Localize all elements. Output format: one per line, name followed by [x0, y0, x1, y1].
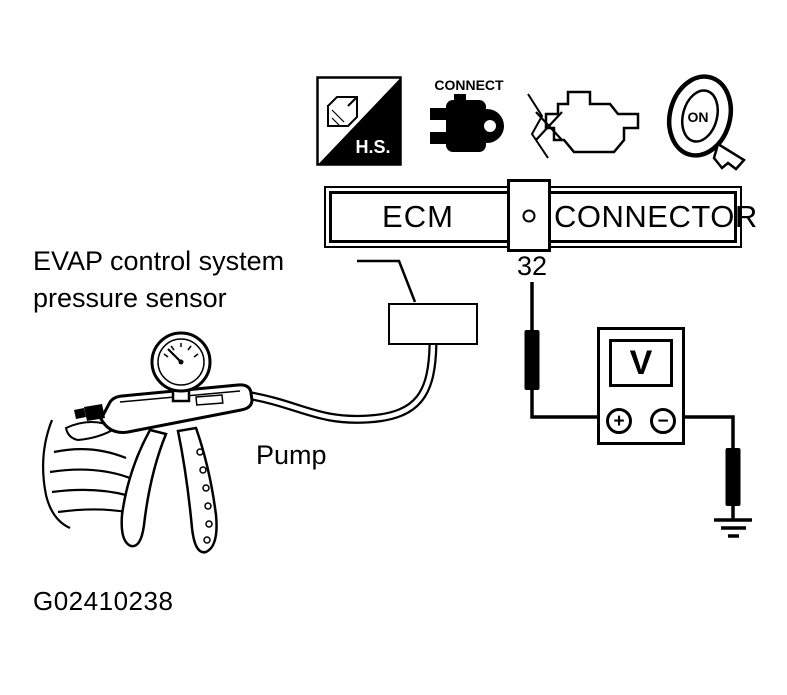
terminal-32-label: 32 — [516, 251, 548, 281]
ignition-key-on-icon: ON — [666, 74, 746, 171]
negative-terminal: − — [650, 408, 676, 434]
pump-grip-handle — [176, 426, 218, 554]
hand-illustration — [42, 419, 137, 530]
positive-terminal: + — [606, 408, 632, 434]
thumb — [64, 421, 119, 442]
pump-trigger-lever — [120, 428, 168, 548]
hs-label: H.S. — [355, 137, 390, 157]
evap-callout-line1: EVAP control system — [33, 246, 285, 276]
connector-tab-pin — [522, 209, 536, 222]
key-blade — [712, 142, 746, 171]
cut-zigzag — [527, 93, 549, 159]
gauge-stem — [171, 387, 191, 403]
wire-sleeve — [524, 330, 540, 390]
voltmeter-display: V — [609, 339, 673, 387]
pressure-sensor-box — [388, 303, 478, 345]
voltmeter-v-label: V — [629, 343, 653, 382]
engine-harness-icon — [527, 90, 640, 159]
vacuum-pump-illustration — [42, 331, 254, 554]
gauge-needle — [167, 348, 182, 363]
connector-label: CONNECTOR — [554, 199, 758, 234]
pump-body — [99, 383, 254, 434]
connect-label: CONNECT — [434, 77, 504, 93]
figure-id: G02410238 — [33, 586, 174, 616]
grip-bumps — [196, 448, 213, 544]
tester-cube-glyph — [327, 96, 358, 127]
disconnect-x-icon — [535, 111, 563, 141]
ground-symbol — [714, 518, 752, 538]
pump-label: Pump — [256, 440, 327, 470]
connect-icon: CONNECT — [430, 77, 504, 152]
pressure-gauge — [150, 331, 212, 393]
pump-nozzle — [84, 404, 105, 421]
evap-leader-line — [357, 259, 417, 303]
vacuum-hose — [245, 343, 438, 424]
ground-wire-sleeve — [725, 448, 741, 506]
ecm-label: ECM — [382, 199, 454, 234]
voltmeter: V + − — [597, 327, 685, 445]
terminal-32-wire — [524, 282, 600, 419]
ground-wire — [684, 415, 752, 538]
key-on-label: ON — [688, 109, 709, 125]
connector-plug-glyph — [430, 94, 504, 152]
engine-outline — [544, 90, 640, 154]
evap-callout-line2: pressure sensor — [33, 283, 227, 313]
connector-tab — [507, 179, 551, 252]
hand-held-tester-icon: H.S. — [316, 76, 402, 166]
